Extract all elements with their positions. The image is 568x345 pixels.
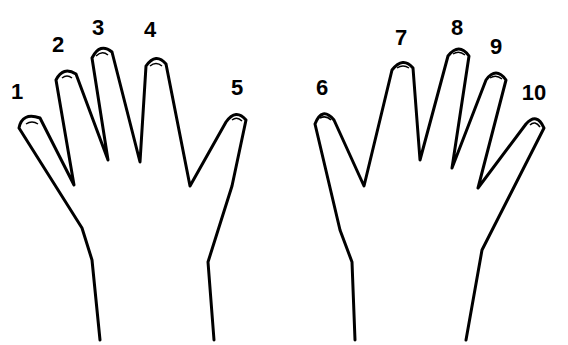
- fingernails: [26, 52, 540, 127]
- callout-number: 2: [52, 34, 64, 56]
- left-hand: [19, 48, 246, 340]
- callout-number: 4: [144, 19, 156, 41]
- callout-number: 10: [522, 82, 546, 104]
- callout-number: 1: [11, 81, 23, 103]
- callout-number: 8: [451, 17, 463, 39]
- right-hand: [315, 49, 544, 340]
- callout-number: 6: [316, 77, 328, 99]
- callout-number: 3: [92, 17, 104, 39]
- callout-number: 5: [231, 77, 243, 99]
- callout-number: 7: [395, 27, 407, 49]
- callout-number: 9: [490, 36, 502, 58]
